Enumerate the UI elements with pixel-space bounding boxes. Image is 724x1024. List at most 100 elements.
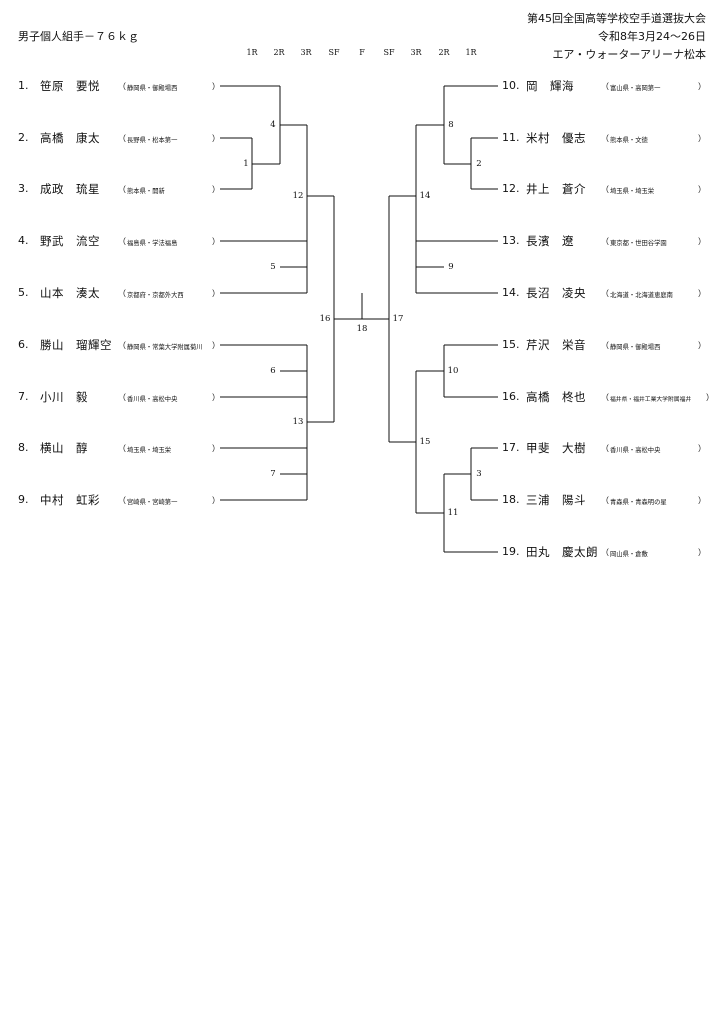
player-name: 中村 虹彩	[40, 493, 100, 507]
match-number-17: 17	[392, 314, 404, 324]
player-name: 成政 琉星	[40, 182, 100, 196]
tournament-dates: 令和8年3月24～26日	[598, 30, 706, 43]
match-number-15: 15	[419, 437, 431, 447]
match-number-10: 10	[447, 366, 459, 376]
round-label-left-3r: 3R	[300, 48, 312, 57]
match-number-11: 11	[447, 508, 459, 518]
match-number-3: 3	[476, 469, 482, 479]
open-paren: （	[118, 393, 126, 402]
player-number: 10.	[502, 79, 520, 92]
player-name: 甲斐 大樹	[526, 441, 586, 455]
open-paren: （	[118, 289, 126, 298]
player-number: 17.	[502, 441, 520, 454]
close-paren: ）	[212, 444, 220, 453]
open-paren: （	[118, 185, 126, 194]
open-paren: （	[601, 237, 609, 246]
match-number-16: 16	[319, 314, 331, 324]
open-paren: （	[601, 289, 609, 298]
round-label-left-1r: 1R	[246, 48, 258, 57]
player-school: 北海道・北海道恵庭南	[610, 292, 673, 299]
match-number-6: 6	[270, 366, 276, 376]
open-paren: （	[118, 341, 126, 350]
match-number-18: 18	[356, 324, 368, 334]
player-name: 横山 醇	[40, 441, 88, 455]
close-paren: ）	[698, 82, 706, 91]
player-name: 米村 優志	[526, 131, 586, 145]
round-label-left-2r: 2R	[273, 48, 285, 57]
close-paren: ）	[212, 185, 220, 194]
open-paren: （	[601, 496, 609, 505]
open-paren: （	[118, 237, 126, 246]
open-paren: （	[601, 185, 609, 194]
player-number: 7.	[18, 390, 29, 403]
open-paren: （	[601, 134, 609, 143]
close-paren: ）	[212, 289, 220, 298]
open-paren: （	[118, 496, 126, 505]
player-name: 長濱 遼	[526, 234, 574, 248]
player-school: 埼玉県・埼玉栄	[127, 447, 172, 454]
player-name: 野武 流空	[40, 234, 100, 248]
player-name: 高橋 柊也	[526, 390, 586, 404]
round-label-right-3r: 3R	[410, 48, 422, 57]
player-school: 長野県・松本第一	[127, 137, 178, 144]
player-number: 14.	[502, 286, 520, 299]
tournament-venue: エア・ウォーターアリーナ松本	[552, 48, 706, 61]
close-paren: ）	[698, 134, 706, 143]
player-name: 笹原 要悦	[40, 79, 100, 93]
player-school: 静岡県・御殿場西	[610, 344, 661, 351]
open-paren: （	[601, 548, 609, 557]
player-name: 高橋 康太	[40, 131, 100, 145]
player-school: 静岡県・御殿場西	[127, 85, 178, 92]
player-number: 11.	[502, 131, 520, 144]
player-name: 三浦 陽斗	[526, 493, 586, 507]
round-label-right-2r: 2R	[438, 48, 450, 57]
player-name: 勝山 瑠輝空	[40, 338, 112, 352]
player-school: 東京都・世田谷学園	[610, 240, 667, 247]
player-school: 福井県・福井工業大学附属福井	[610, 397, 692, 403]
close-paren: ）	[212, 496, 220, 505]
player-name: 田丸 慶太朗	[526, 545, 598, 559]
player-school: 熊本県・開新	[127, 188, 165, 195]
open-paren: （	[601, 341, 609, 350]
player-name: 岡 輝海	[526, 79, 574, 93]
match-number-1: 1	[243, 159, 249, 169]
close-paren: ）	[698, 444, 706, 453]
player-school: 香川県・高松中央	[610, 447, 661, 454]
player-number: 5.	[18, 286, 29, 299]
close-paren: ）	[212, 341, 220, 350]
close-paren: ）	[698, 341, 706, 350]
player-school: 京都府・京都外大西	[127, 292, 184, 299]
match-number-8: 8	[448, 120, 454, 130]
match-number-9: 9	[448, 262, 454, 272]
event-title: 男子個人組手－７６ｋｇ	[18, 30, 139, 43]
close-paren: ）	[212, 237, 220, 246]
player-school: 埼玉県・埼玉栄	[610, 188, 655, 195]
open-paren: （	[118, 82, 126, 91]
close-paren: ）	[212, 82, 220, 91]
match-number-4: 4	[270, 120, 276, 130]
match-number-7: 7	[270, 469, 276, 479]
close-paren: ）	[698, 237, 706, 246]
player-school: 宮崎県・宮崎第一	[127, 499, 178, 506]
match-number-2: 2	[476, 159, 482, 169]
match-number-14: 14	[419, 191, 431, 201]
player-number: 2.	[18, 131, 29, 144]
close-paren: ）	[706, 393, 714, 402]
player-number: 9.	[18, 493, 29, 506]
player-number: 16.	[502, 390, 520, 403]
player-number: 12.	[502, 182, 520, 195]
match-number-13: 13	[292, 417, 304, 427]
match-number-5: 5	[270, 262, 276, 272]
open-paren: （	[118, 134, 126, 143]
close-paren: ）	[698, 496, 706, 505]
close-paren: ）	[698, 548, 706, 557]
player-school: 静岡県・常葉大学附属菊川	[127, 344, 203, 351]
open-paren: （	[601, 82, 609, 91]
open-paren: （	[118, 444, 126, 453]
player-number: 13.	[502, 234, 520, 247]
player-name: 長沼 凌央	[526, 286, 586, 300]
player-name: 芹沢 栄音	[526, 338, 586, 352]
player-school: 富山県・高岡第一	[610, 85, 661, 92]
round-label-right-1r: 1R	[465, 48, 477, 57]
